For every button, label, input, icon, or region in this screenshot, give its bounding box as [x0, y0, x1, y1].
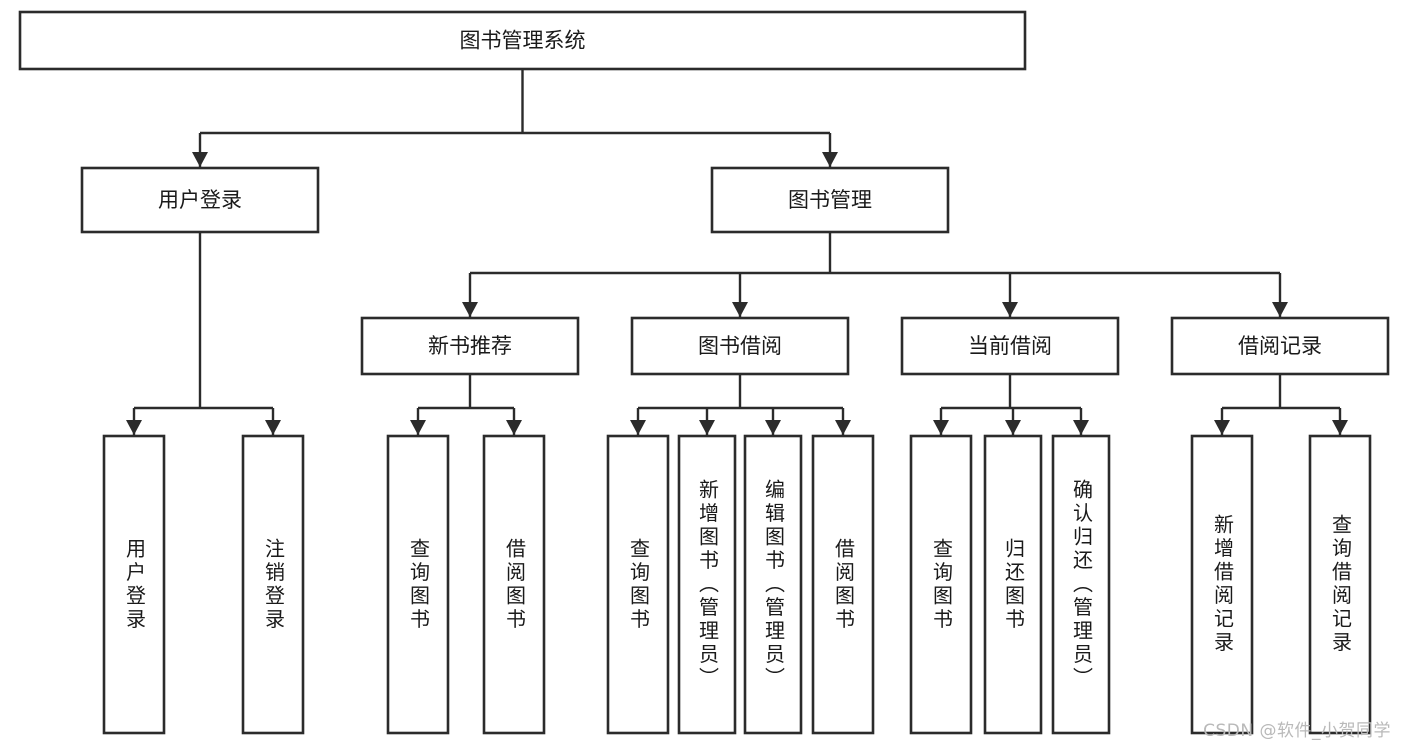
arrow-head-icon: [822, 152, 838, 167]
arrow-head-icon: [933, 420, 949, 435]
node-leaf-query-record[interactable]: [1308, 434, 1372, 735]
node-leaf-borrow-book-1[interactable]: [482, 434, 546, 735]
node-leaf-query-book-3[interactable]: [909, 434, 973, 735]
node-leaf-edit-book[interactable]: [743, 434, 803, 735]
node-label-leaf-borrow-book-2: 借阅图书: [831, 537, 856, 632]
node-label-leaf-add-record: 新增借阅记录: [1210, 514, 1235, 655]
node-label-leaf-add-book: 新增图书（管理员）: [695, 478, 720, 691]
node-new-book-recommend[interactable]: [360, 316, 580, 376]
arrow-head-icon: [506, 420, 522, 435]
node-leaf-logout[interactable]: [241, 434, 305, 735]
arrow-head-icon: [192, 152, 208, 167]
node-leaf-return-book[interactable]: [983, 434, 1043, 735]
node-label-leaf-confirm-return: 确认归还（管理员）: [1069, 478, 1094, 691]
node-label-leaf-add-record-wrap: 新增借阅记录: [1210, 514, 1235, 655]
node-label-leaf-borrow-book-2-wrap: 借阅图书: [831, 537, 856, 632]
node-label-leaf-edit-book: 编辑图书（管理员）: [761, 478, 786, 691]
node-label-leaf-query-record-wrap: 查询借阅记录: [1328, 514, 1353, 655]
arrow-head-icon: [1332, 420, 1348, 435]
arrow-head-icon: [1073, 420, 1089, 435]
node-leaf-borrow-book-2[interactable]: [811, 434, 875, 735]
node-label-leaf-query-record: 查询借阅记录: [1328, 514, 1353, 655]
node-label-user-login: 用户登录: [158, 188, 242, 212]
node-label-leaf-confirm-return-wrap: 确认归还（管理员）: [1069, 478, 1094, 691]
arrow-head-icon: [765, 420, 781, 435]
node-current-borrow[interactable]: [900, 316, 1120, 376]
arrow-head-icon: [630, 420, 646, 435]
connector-layer: [126, 69, 1348, 435]
node-label-leaf-borrow-book-1: 借阅图书: [502, 537, 527, 632]
arrow-head-icon: [410, 420, 426, 435]
node-label-leaf-query-book-2-wrap: 查询图书: [626, 537, 651, 632]
node-label-new-book-recommend: 新书推荐: [428, 334, 512, 358]
node-label-borrow-record: 借阅记录: [1238, 334, 1322, 358]
arrow-head-icon: [265, 420, 281, 435]
node-label-leaf-add-book-wrap: 新增图书（管理员）: [695, 478, 720, 691]
arrow-head-icon: [835, 420, 851, 435]
arrow-head-icon: [1005, 420, 1021, 435]
node-leaf-query-book-2[interactable]: [606, 434, 670, 735]
node-user-login[interactable]: [80, 166, 320, 234]
node-label-current-borrow: 当前借阅: [968, 334, 1052, 358]
node-root[interactable]: [18, 10, 1027, 71]
arrow-head-icon: [732, 302, 748, 317]
node-label-leaf-return-book-wrap: 归还图书: [1001, 537, 1026, 632]
node-label-leaf-query-book-3: 查询图书: [929, 537, 954, 632]
node-label-leaf-user-login: 用户登录: [122, 537, 147, 632]
node-label-leaf-query-book-2: 查询图书: [626, 537, 651, 632]
node-label-root: 图书管理系统: [460, 29, 586, 53]
node-label-leaf-query-book-3-wrap: 查询图书: [929, 537, 954, 632]
arrow-head-icon: [462, 302, 478, 317]
node-label-leaf-borrow-book-1-wrap: 借阅图书: [502, 537, 527, 632]
arrow-head-icon: [1214, 420, 1230, 435]
arrow-head-icon: [1272, 302, 1288, 317]
arrow-head-icon: [1002, 302, 1018, 317]
node-leaf-add-book[interactable]: [677, 434, 737, 735]
node-leaf-user-login[interactable]: [102, 434, 166, 735]
node-layer: 图书管理系统用户登录图书管理新书推荐图书借阅当前借阅借阅记录用户登录注销登录查询…: [18, 10, 1390, 735]
node-book-management[interactable]: [710, 166, 950, 234]
node-label-book-borrow: 图书借阅: [698, 334, 782, 358]
node-label-leaf-query-book-1-wrap: 查询图书: [406, 537, 431, 632]
node-label-leaf-user-login-wrap: 用户登录: [122, 537, 147, 632]
node-label-leaf-query-book-1: 查询图书: [406, 537, 431, 632]
node-leaf-add-record[interactable]: [1190, 434, 1254, 735]
node-label-leaf-return-book: 归还图书: [1001, 537, 1026, 632]
node-label-leaf-logout-wrap: 注销登录: [261, 537, 286, 632]
node-leaf-query-book-1[interactable]: [386, 434, 450, 735]
node-label-leaf-logout: 注销登录: [261, 537, 286, 632]
arrow-head-icon: [699, 420, 715, 435]
node-label-book-management: 图书管理: [788, 188, 872, 212]
node-borrow-record[interactable]: [1170, 316, 1390, 376]
arrow-head-icon: [126, 420, 142, 435]
node-book-borrow[interactable]: [630, 316, 850, 376]
node-label-leaf-edit-book-wrap: 编辑图书（管理员）: [761, 478, 786, 691]
node-leaf-confirm-return[interactable]: [1051, 434, 1111, 735]
